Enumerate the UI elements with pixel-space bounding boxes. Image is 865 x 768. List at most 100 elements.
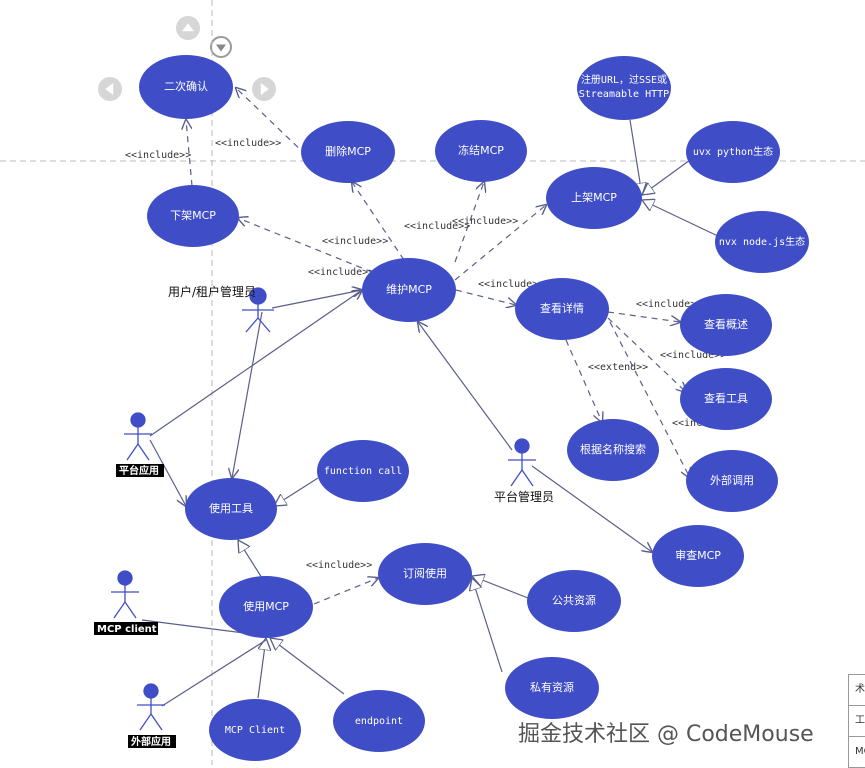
usecase-endpoint[interactable]: endpoint [333,690,425,752]
svg-text:查看概述: 查看概述 [704,317,748,331]
side-table: 术 工 MC [848,674,865,768]
side-table-cell: 工 [849,706,865,737]
svg-text:使用MCP: 使用MCP [243,600,289,613]
rel-detail-external [609,321,690,478]
actor-tag-bg [116,464,164,477]
svg-text:注册URL，过SSE或: 注册URL，过SSE或 [581,73,667,86]
actor-label-platform-admin: 平台管理员 [494,489,554,504]
usecase-function-call[interactable]: function call [317,440,409,502]
rel-delete-confirm [236,88,307,156]
usecase-publish[interactable]: 上架MCP [546,167,642,229]
actor-mcp-client[interactable] [111,570,139,619]
svg-text:function call: function call [324,466,402,477]
usecase-subscribe[interactable]: 订阅使用 [378,543,472,605]
label-include: <<include>> [404,221,470,232]
gen-usemcp-usetools [238,540,263,579]
svg-text:uvx python生态: uvx python生态 [693,145,773,158]
arrow-left-icon[interactable] [98,77,122,101]
svg-text:查看详情: 查看详情 [540,301,584,315]
actor-tag-bg [128,735,176,748]
svg-text:MCP Client: MCP Client [225,725,285,736]
usecase-overview[interactable]: 查看概述 [680,294,772,356]
usecase-freeze[interactable]: 冻结MCP [435,120,527,182]
label-include: <<include>> [452,216,518,227]
actor-label-mcp-client: MCP client [97,624,157,635]
usecase-delete[interactable]: 删除MCP [301,121,395,183]
usecase-confirm[interactable]: 二次确认 [139,55,233,119]
actor-external-app[interactable] [137,683,165,731]
rel-maintain-detail [455,289,516,305]
usecase-use-tools[interactable]: 使用工具 [185,478,277,540]
arrow-up-icon[interactable] [176,16,200,40]
actor-tenant-admin[interactable] [242,287,274,333]
label-extend: <<extend>> [588,362,648,373]
gen-public-subscribe [472,576,529,599]
assoc-platformadmin-review [531,465,652,552]
svg-text:上架MCP: 上架MCP [571,191,617,204]
assoc-externalapp-usemcp [161,639,267,707]
svg-text:查看工具: 查看工具 [704,391,748,405]
usecase-review[interactable]: 审查MCP [652,525,744,587]
rel-maintain-unpublish [238,218,373,273]
usecase-search[interactable]: 根据名称搜索 [567,419,659,481]
usecase-external[interactable]: 外部调用 [686,450,778,512]
gen-mcpclient-usemcp [257,638,266,699]
actors [111,287,536,731]
rel-usemcp-subscribe [313,578,378,605]
svg-text:下架MCP: 下架MCP [170,209,216,222]
usecase-maintain[interactable]: 维护MCP [362,258,456,322]
actor-label-tenant-admin: 用户/租户管理员 [168,284,256,299]
actor-label-external-app: 外部应用 [130,735,171,748]
actor-platform-app[interactable] [124,412,152,461]
svg-text:删除MCP: 删除MCP [325,144,371,158]
gen-uvx-publish [642,159,691,195]
label-include: <<include>> [125,150,191,161]
usecase-detail[interactable]: 查看详情 [515,278,609,340]
label-include: <<include>> [306,560,372,571]
usecase-private[interactable]: 私有资源 [505,657,599,719]
label-include: <<include>> [215,138,281,149]
actor-platform-admin[interactable] [508,438,536,487]
arrow-right-icon[interactable] [252,77,276,101]
gen-functioncall-usetools [274,477,319,506]
svg-text:冻结MCP: 冻结MCP [458,143,504,157]
rel-detail-overview [607,311,680,322]
label-include: <<include>> [322,236,388,247]
usecase-mcp-client[interactable]: MCP Client [209,699,301,761]
svg-text:订阅使用: 订阅使用 [403,567,447,580]
svg-text:endpoint: endpoint [355,716,403,727]
assoc-tenantadmin-maintain [271,290,362,309]
svg-text:审查MCP: 审查MCP [675,548,721,562]
usecase-npx[interactable]: nvx node.js生态 [715,211,809,273]
rel-detail-search [565,339,602,422]
gen-npx-publish [642,200,723,239]
svg-text:私有资源: 私有资源 [530,680,574,694]
rel-maintain-publish [454,205,546,281]
usecase-use-mcp[interactable]: 使用MCP [219,576,313,638]
svg-text:公共资源: 公共资源 [552,593,596,607]
label-include: <<include>> [478,279,544,290]
watermark: 掘金技术社区 @ CodeMouse [518,722,814,747]
rel-maintain-freeze [454,182,484,263]
svg-text:二次确认: 二次确认 [164,79,208,93]
gen-private-subscribe [472,578,503,673]
usecase-tools-view[interactable]: 查看工具 [680,368,772,430]
usecase-public[interactable]: 公共资源 [527,570,621,632]
side-table-cell: MC [849,737,865,768]
svg-text:维护MCP: 维护MCP [386,282,432,296]
assoc-platformadmin-maintain [418,322,513,451]
arrow-down-circle-icon[interactable] [210,36,232,58]
usecase-unpublish[interactable]: 下架MCP [147,185,239,247]
actor-label-platform-app: 平台应用 [119,464,159,477]
rel-unpublish-confirm [186,120,193,187]
svg-text:根据名称搜索: 根据名称搜索 [580,442,646,456]
svg-text:使用工具: 使用工具 [209,502,253,515]
usecase-uvx[interactable]: uvx python生态 [686,121,780,183]
rel-detail-tools [607,317,686,392]
relationships [141,88,723,707]
gen-register-publish [629,119,642,195]
actor-tag-bg [94,622,158,635]
side-table-cell: 术 [849,675,865,706]
